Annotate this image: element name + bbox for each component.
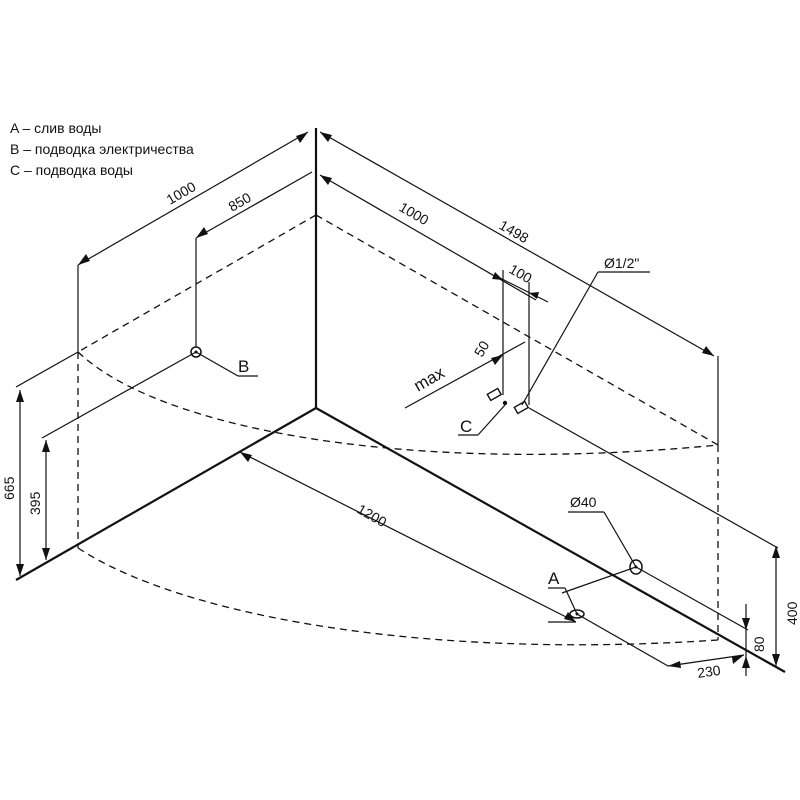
dimension-left-top: 1000 850 xyxy=(77,128,317,352)
callout-b: B xyxy=(238,357,249,376)
drain-group: A Ø40 xyxy=(548,494,749,667)
pipe-diameter-leader xyxy=(521,271,599,406)
label-drain-diameter: Ø40 xyxy=(570,494,597,510)
callout-c: C xyxy=(460,417,472,436)
label-pipe-diameter: Ø1/2" xyxy=(604,255,639,271)
label-395: 395 xyxy=(27,491,43,515)
label-1200: 1200 xyxy=(355,501,390,531)
callout-a-leader xyxy=(564,587,578,615)
floor-right-edge xyxy=(315,407,786,673)
label-230: 230 xyxy=(696,662,722,681)
max-dimension-line xyxy=(404,341,526,409)
pipe-outlet-left xyxy=(486,387,503,402)
callout-a: A xyxy=(548,569,560,588)
legend-item-c: C – подводка воды xyxy=(10,162,133,178)
drain-diameter-leader xyxy=(603,511,637,568)
label-1000-right: 1000 xyxy=(397,199,432,229)
bathtub-outline xyxy=(77,214,719,646)
dimension-right-top: 1000 1498 xyxy=(319,131,719,445)
label-80: 80 xyxy=(751,636,767,652)
tub-base-curve xyxy=(77,547,719,646)
label-665: 665 xyxy=(1,476,17,500)
wall-outline xyxy=(15,128,786,673)
dimension-left-heights: 665 395 xyxy=(1,351,197,576)
floor-left-edge xyxy=(15,407,317,581)
dimension-right-heights: 400 80 230 xyxy=(667,546,800,681)
water-point-c xyxy=(502,400,508,406)
label-400: 400 xyxy=(784,601,800,625)
tub-rim-curve xyxy=(77,351,719,455)
callout-c-leader xyxy=(477,404,506,436)
label-1000-left: 1000 xyxy=(164,178,199,208)
electrical-group: B xyxy=(190,346,258,377)
dim-line-1498 xyxy=(319,131,715,357)
legend: A – слив воды B – подводка электричества… xyxy=(10,118,194,181)
dim-line-230 xyxy=(667,654,745,667)
callout-b-leader xyxy=(195,351,239,377)
label-max: max xyxy=(411,363,449,396)
dimension-length: 1200 xyxy=(239,451,577,623)
legend-item-b: B – подводка электричества xyxy=(10,141,194,157)
legend-item-a: A – слив воды xyxy=(10,120,102,136)
dim-line-1200 xyxy=(239,451,577,623)
label-850: 850 xyxy=(226,189,254,215)
label-100: 100 xyxy=(507,261,535,287)
dim-line-100 xyxy=(493,274,549,303)
dim-line-1000-left xyxy=(77,131,309,266)
label-50: 50 xyxy=(471,338,493,360)
pipe-outlet-right xyxy=(513,400,530,415)
tub-rim-left xyxy=(77,214,317,353)
dim-line-850 xyxy=(195,171,313,239)
tub-rim-right xyxy=(315,214,719,446)
